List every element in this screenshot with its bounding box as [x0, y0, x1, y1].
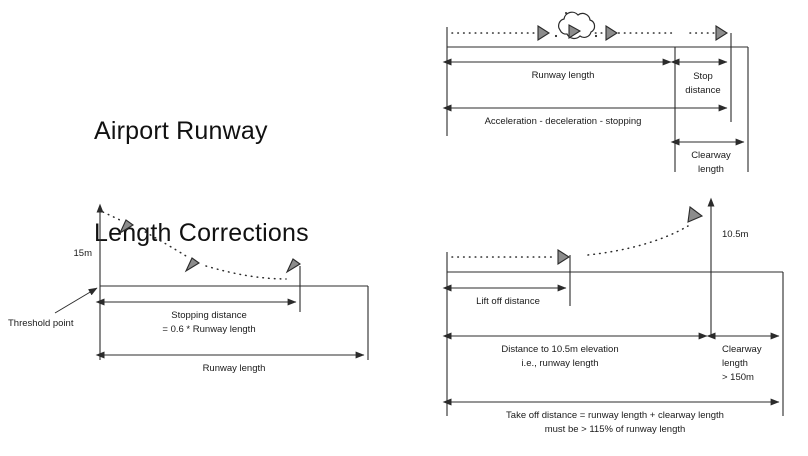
aircraft-triangle-icon [605, 24, 619, 42]
approach-path-segment-2 [139, 228, 187, 257]
clearway-length-label-line-1: Clearway [722, 344, 762, 355]
threshold-point-leader-line [54, 287, 98, 314]
approach-path-segment-3 [205, 265, 287, 280]
page-title: Airport Runway Length Corrections [94, 46, 309, 318]
aircraft-triangle-icon [557, 248, 571, 266]
clearway-length-label-line-2: length [698, 164, 724, 175]
aircraft-triangle-icon [568, 24, 582, 40]
clearway-length-label-line-1: Clearway [691, 150, 731, 161]
aircraft-triangle-icon [118, 219, 134, 235]
aircraft-triangle-icon [184, 257, 200, 273]
clearway-minimum-label: > 150m [722, 372, 754, 383]
approach-path-segment-1 [102, 211, 121, 221]
runway-length-label-line-1: Distance to 10.5m elevation [501, 344, 618, 355]
cloud-icon [554, 11, 598, 40]
aircraft-triangle-icon [537, 24, 551, 42]
page-title-line-2: Length Corrections [94, 219, 309, 247]
runway-length-label: Runway length [532, 70, 595, 81]
page-title-line-1: Airport Runway [94, 117, 268, 145]
aircraft-triangle-icon [687, 205, 704, 223]
aircraft-triangle-icon [285, 258, 301, 274]
runway-length-label: Runway length [203, 363, 266, 374]
stop-distance-label-line-2: distance [685, 85, 720, 96]
lift-off-distance-label: Lift off distance [476, 296, 540, 307]
bottom-left-panel: 15m Threshold point Stopping distance = … [8, 203, 369, 374]
bottom-right-panel: 10.5m Lift off distance Distance to 10.5… [442, 197, 784, 435]
stopping-distance-label-line-1: Stopping distance [171, 310, 247, 321]
threshold-point-label: Threshold point [8, 318, 74, 329]
stop-distance-label-line-1: Stop [693, 71, 713, 82]
runway-length-label-line-2: i.e., runway length [521, 358, 598, 369]
top-right-panel: Runway length Stop distance Acceleration… [442, 11, 749, 175]
screen-height-label: 10.5m [722, 229, 748, 240]
takeoff-distance-label-line-1: Take off distance = runway length + clea… [506, 410, 724, 421]
screen-height-label: 15m [74, 248, 93, 259]
clearway-length-label-line-2: length [722, 358, 748, 369]
takeoff-path-segment-2 [587, 225, 689, 256]
stopping-distance-label-line-2: = 0.6 * Runway length [162, 324, 255, 335]
acceleration-deceleration-stopping-label: Acceleration - deceleration - stopping [485, 116, 642, 127]
aircraft-triangle-icon [715, 24, 729, 42]
takeoff-distance-label-line-2: must be > 115% of runway length [545, 424, 686, 435]
